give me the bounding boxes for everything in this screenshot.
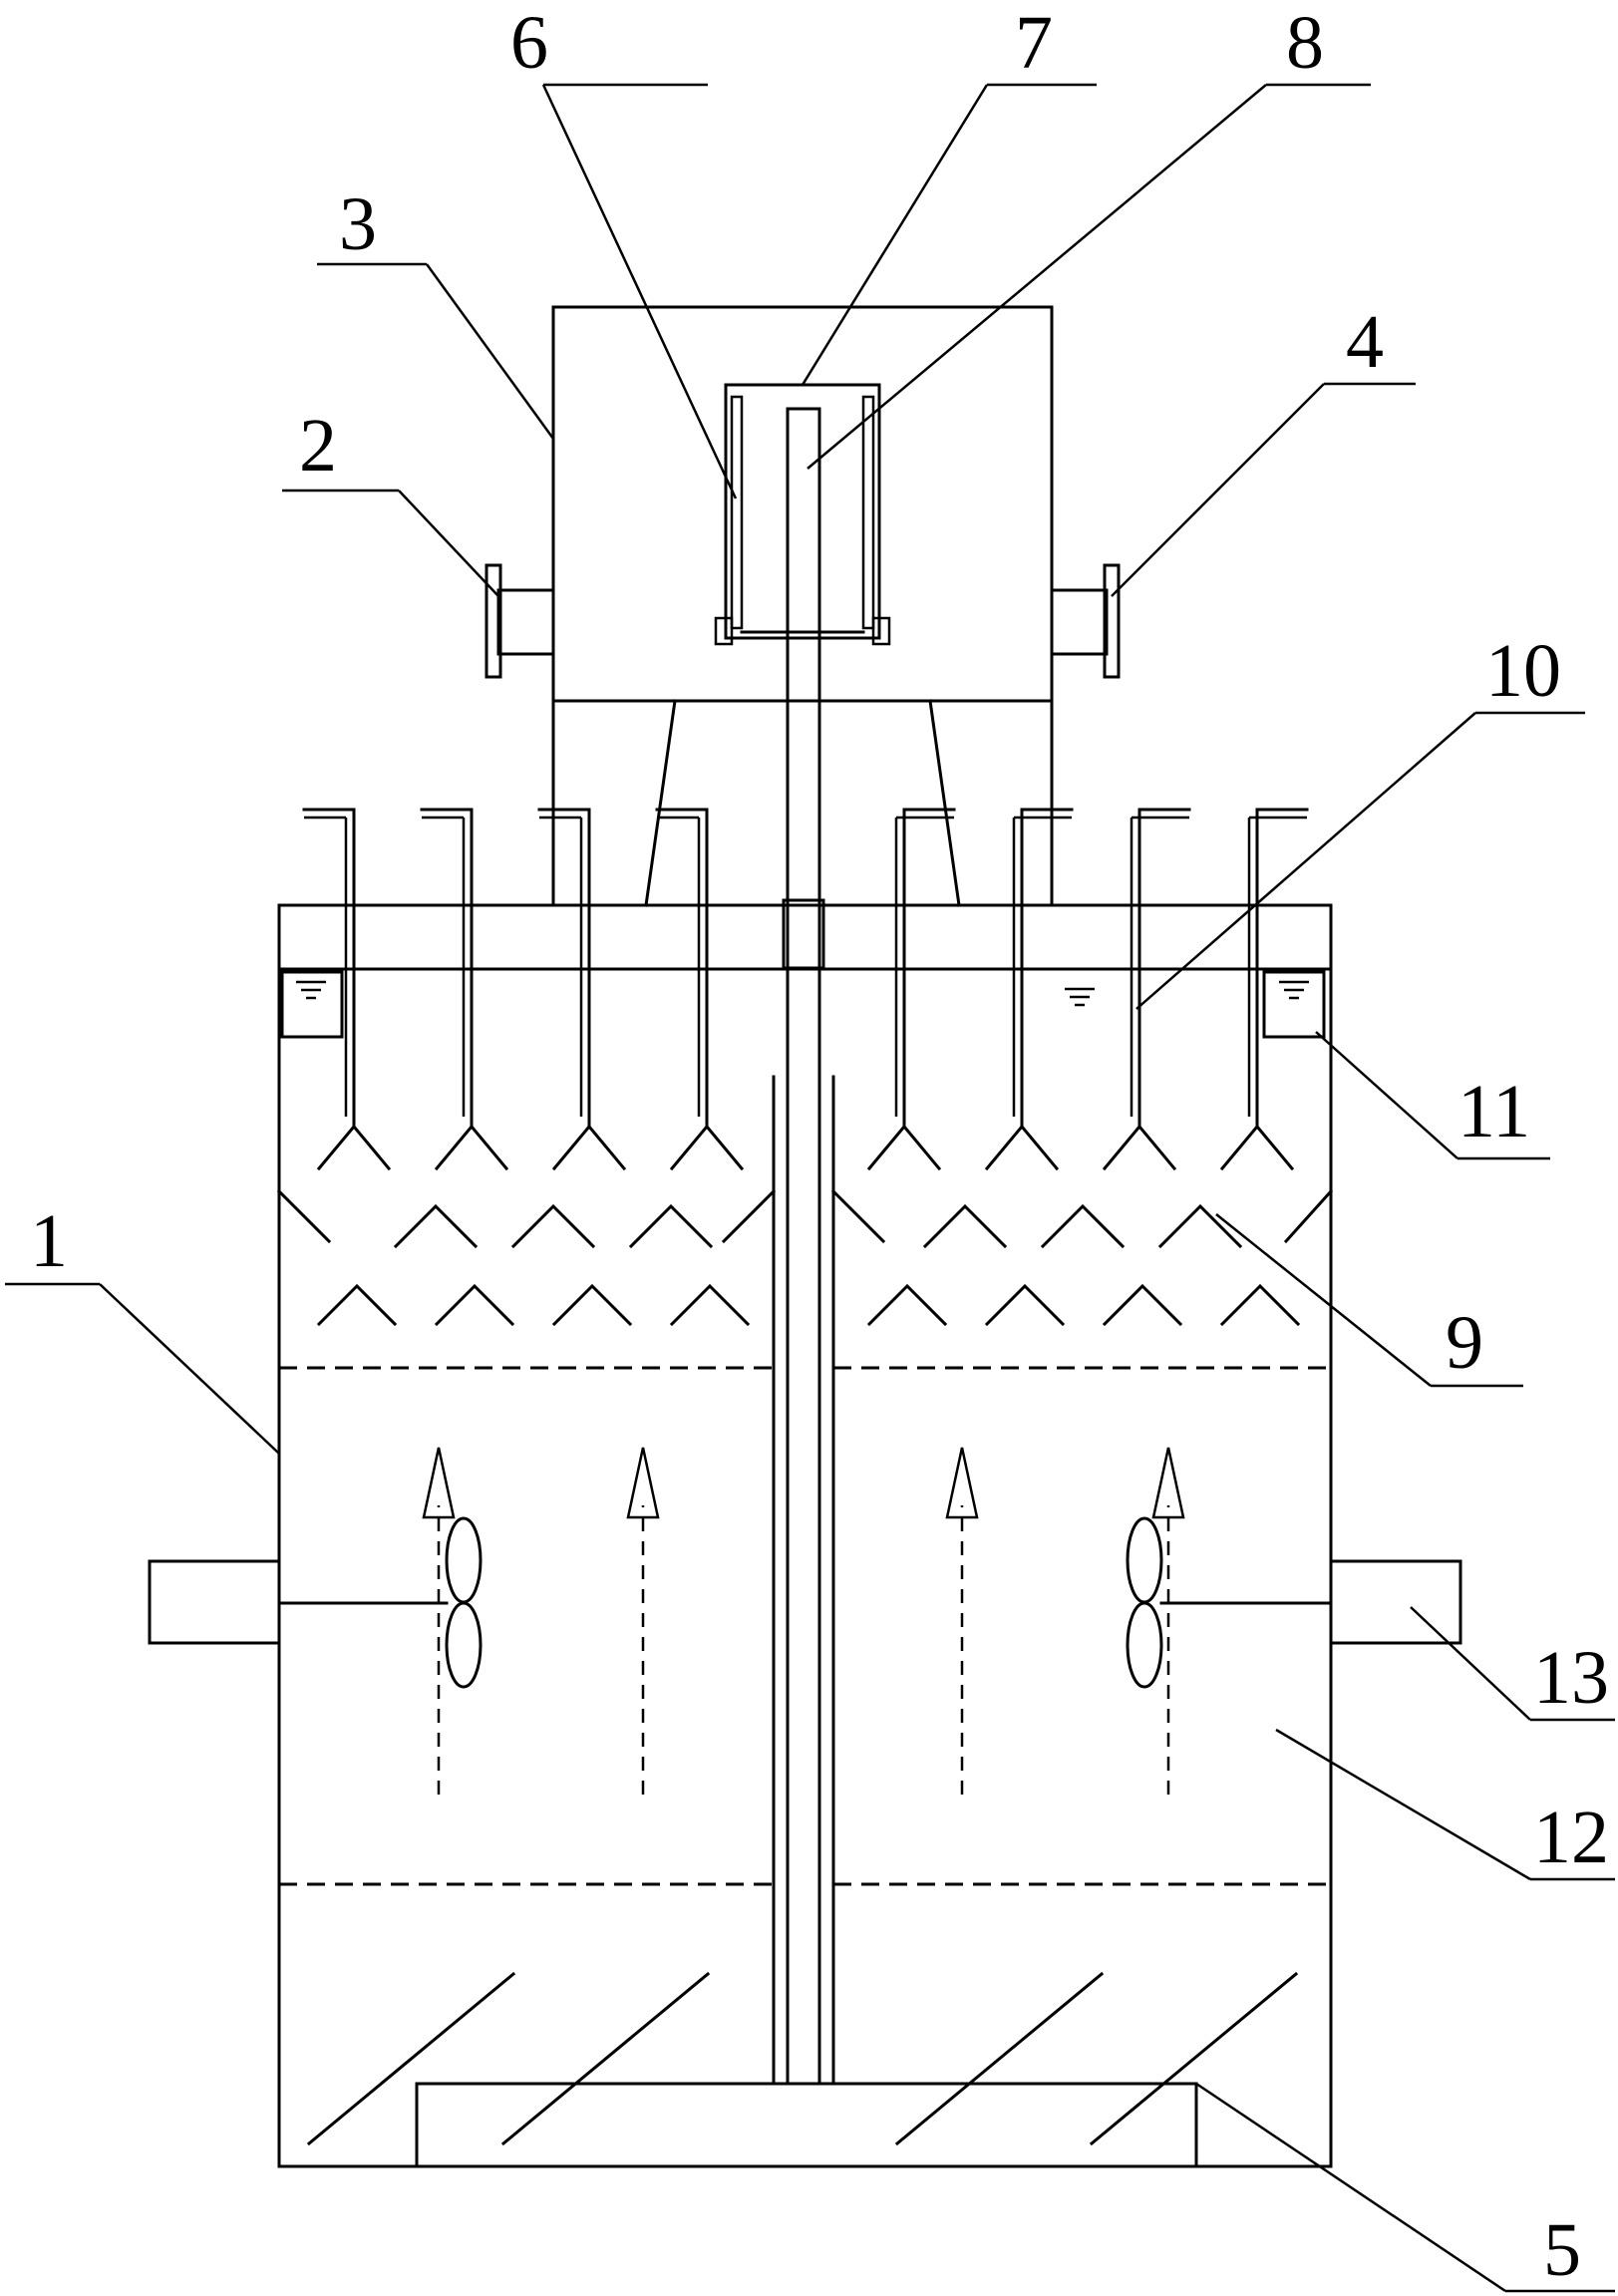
level-box-left bbox=[280, 970, 344, 1039]
label-12: 12 bbox=[1533, 1796, 1609, 1879]
level-box-right bbox=[1262, 970, 1326, 1039]
chevron bbox=[551, 1283, 633, 1327]
label-7: 7 bbox=[1015, 1, 1053, 85]
leader-lines bbox=[5, 83, 1615, 2293]
packing-chevrons bbox=[276, 1188, 1334, 1327]
chevron bbox=[866, 1283, 948, 1327]
label-1: 1 bbox=[30, 1199, 68, 1283]
spray-pipe bbox=[1102, 808, 1191, 1171]
central-shaft bbox=[782, 407, 825, 2086]
label-13: 13 bbox=[1533, 1636, 1609, 1720]
label-9: 9 bbox=[1446, 1301, 1483, 1385]
chevron-edge bbox=[830, 1188, 886, 1244]
chevron bbox=[510, 1203, 596, 1249]
spray-pipe bbox=[537, 808, 627, 1171]
label-10: 10 bbox=[1485, 629, 1561, 713]
spray-pipe bbox=[655, 808, 745, 1171]
label-8: 8 bbox=[1286, 1, 1324, 85]
spray-pipe bbox=[866, 808, 956, 1171]
airflow-arrows bbox=[422, 1447, 1185, 1795]
air-inlet-right bbox=[1329, 1559, 1462, 1645]
chevron bbox=[1219, 1283, 1301, 1327]
fan-right bbox=[1126, 1516, 1333, 1689]
chevron-edge bbox=[1283, 1188, 1334, 1244]
arrow-head bbox=[945, 1447, 979, 1519]
chevron bbox=[1040, 1203, 1126, 1249]
chevron bbox=[628, 1203, 714, 1249]
chevron bbox=[1157, 1203, 1243, 1249]
label-2: 2 bbox=[299, 404, 337, 488]
chevron bbox=[393, 1203, 479, 1249]
fan-left bbox=[277, 1516, 483, 1689]
chevron bbox=[316, 1283, 398, 1327]
arrow-head bbox=[626, 1447, 660, 1519]
chevron-edge bbox=[276, 1188, 332, 1244]
chevron bbox=[922, 1203, 1008, 1249]
chevron bbox=[984, 1283, 1066, 1327]
spray-pipe bbox=[984, 808, 1074, 1171]
level-mark-center bbox=[1065, 987, 1095, 1007]
chevron bbox=[434, 1283, 515, 1327]
inlet-flange bbox=[485, 563, 555, 679]
label-6: 6 bbox=[510, 1, 548, 85]
chevron-edge bbox=[721, 1188, 777, 1244]
main-body bbox=[277, 903, 1333, 2168]
rotor-cup bbox=[714, 383, 891, 646]
top-housing bbox=[551, 305, 1054, 907]
label-11: 11 bbox=[1457, 1070, 1530, 1153]
label-4: 4 bbox=[1346, 300, 1384, 384]
spray-pipes bbox=[302, 808, 1309, 1171]
arrow-head bbox=[422, 1447, 456, 1519]
chevron bbox=[669, 1283, 751, 1327]
outlet-flange bbox=[1050, 563, 1121, 679]
air-inlet-left bbox=[148, 1559, 281, 1645]
spray-pipe bbox=[420, 808, 509, 1171]
label-3: 3 bbox=[339, 182, 377, 266]
bottom-hatching bbox=[306, 1971, 1299, 2146]
arrow-head bbox=[1151, 1447, 1185, 1519]
separator-lines bbox=[279, 1366, 1331, 1886]
chevron bbox=[1102, 1283, 1183, 1327]
label-5: 5 bbox=[1543, 2208, 1581, 2292]
spray-pipe bbox=[302, 808, 392, 1171]
spray-pipe bbox=[1219, 808, 1309, 1171]
